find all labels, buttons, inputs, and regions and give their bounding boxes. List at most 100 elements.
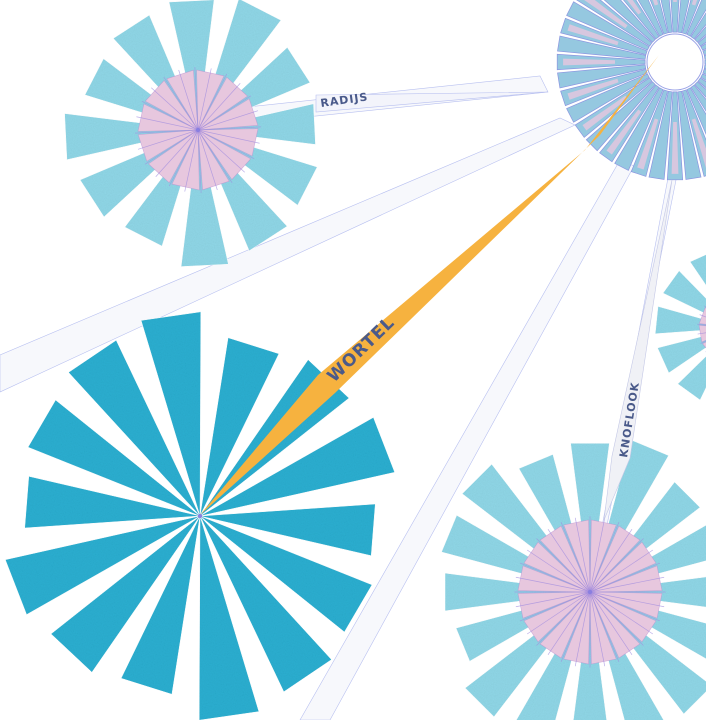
node-wortel	[4, 311, 396, 720]
flower-vein	[168, 129, 199, 187]
hub-segment	[694, 26, 706, 43]
hub-accent	[652, 0, 659, 6]
hub-segment	[686, 87, 706, 135]
flower-vein	[697, 332, 706, 335]
flower-vein	[197, 129, 260, 144]
flower-vein	[536, 591, 591, 646]
hub-segment	[623, 0, 660, 40]
hub-accent	[567, 24, 619, 46]
hub-segment	[648, 90, 673, 180]
flower-vein	[589, 576, 665, 593]
flower-vein	[151, 87, 199, 131]
label-wortel: WORTEL	[324, 313, 399, 387]
hub-segment	[697, 77, 706, 89]
hub-accent	[567, 78, 619, 100]
flower-vein	[547, 528, 591, 593]
flower-vein	[520, 562, 591, 593]
flower-vein	[197, 83, 241, 131]
flower-vein	[589, 591, 633, 656]
flower-vein	[589, 522, 620, 593]
flower-vein	[589, 591, 654, 635]
hub-segment	[690, 84, 706, 112]
flower-vein	[536, 538, 591, 593]
hub-segment	[585, 81, 656, 152]
flower-vein	[547, 591, 591, 656]
flower-vein	[178, 69, 199, 131]
hub-accent	[606, 109, 642, 155]
labelled-spokes	[200, 55, 673, 521]
hub-segment	[630, 89, 669, 177]
flower-petal	[677, 356, 706, 401]
hub-segment	[702, 68, 706, 75]
flower-vein	[197, 129, 245, 173]
flower-vein	[526, 591, 591, 635]
flower-vein	[141, 100, 199, 131]
hub-segment	[649, 0, 669, 35]
flower-inner-petal	[702, 341, 706, 349]
node-partial-right	[654, 254, 706, 401]
hub-segment	[557, 64, 647, 89]
flower-vein	[589, 591, 665, 608]
hub-ring	[646, 33, 704, 91]
flower-vein	[197, 68, 212, 131]
flower-vein	[135, 129, 199, 134]
flower-vein	[560, 522, 591, 593]
flower-vein	[697, 323, 706, 326]
spoke-radijs	[315, 91, 549, 113]
hub-segment	[686, 0, 706, 37]
spoke-knoflook	[603, 179, 673, 521]
flower-vein	[515, 576, 591, 593]
hub-segment	[690, 12, 706, 40]
flower-vein	[520, 591, 591, 622]
flower-vein	[197, 126, 261, 131]
flower-vein	[163, 76, 199, 131]
flower-center	[195, 127, 201, 133]
flower-vein	[589, 549, 654, 593]
hub-segment	[560, 68, 648, 107]
flower-vein	[560, 591, 591, 662]
flower-vein	[197, 73, 228, 131]
hub-segment	[566, 1, 650, 51]
flower-vein	[589, 591, 606, 667]
flower-vein	[197, 129, 233, 184]
flower-vein	[574, 591, 591, 667]
flower-vein	[574, 517, 591, 593]
hub-segment	[637, 0, 664, 37]
flower-petal	[654, 306, 706, 335]
flower-vein	[184, 129, 199, 192]
hub-accent	[563, 58, 615, 66]
flower-vein	[155, 129, 199, 177]
flower-vein	[526, 549, 591, 593]
flower-vein	[136, 116, 199, 131]
hub-segment	[694, 81, 706, 98]
flower-vein	[589, 538, 644, 593]
flower-center	[197, 513, 203, 519]
flower-vein	[197, 95, 252, 131]
flower-petal	[657, 335, 706, 374]
hub-segment	[603, 0, 656, 43]
flower-vein	[589, 517, 606, 593]
hub-accent	[627, 0, 642, 15]
flower-vein	[197, 129, 202, 193]
hub-segment	[677, 0, 690, 34]
hub-segment	[614, 87, 664, 171]
hub-segment	[677, 90, 702, 180]
spoke-wortel	[200, 55, 659, 515]
flower-vein	[197, 110, 259, 131]
flower-petal	[689, 254, 706, 286]
hub-segment	[566, 73, 650, 123]
flower-vein	[194, 67, 199, 131]
flower-vein	[589, 562, 660, 593]
hub-segment	[700, 43, 706, 51]
flower-center	[587, 589, 593, 595]
hub-segment	[697, 35, 706, 47]
flower-vein	[589, 528, 633, 593]
flower-vein	[589, 591, 644, 646]
flower-petal	[662, 270, 706, 315]
flower-vein	[197, 129, 255, 160]
flower-vein	[589, 591, 620, 662]
hub-node	[556, 0, 706, 181]
hub-accent	[637, 118, 659, 170]
hub-segment	[660, 0, 673, 34]
flower-vein	[515, 591, 591, 608]
